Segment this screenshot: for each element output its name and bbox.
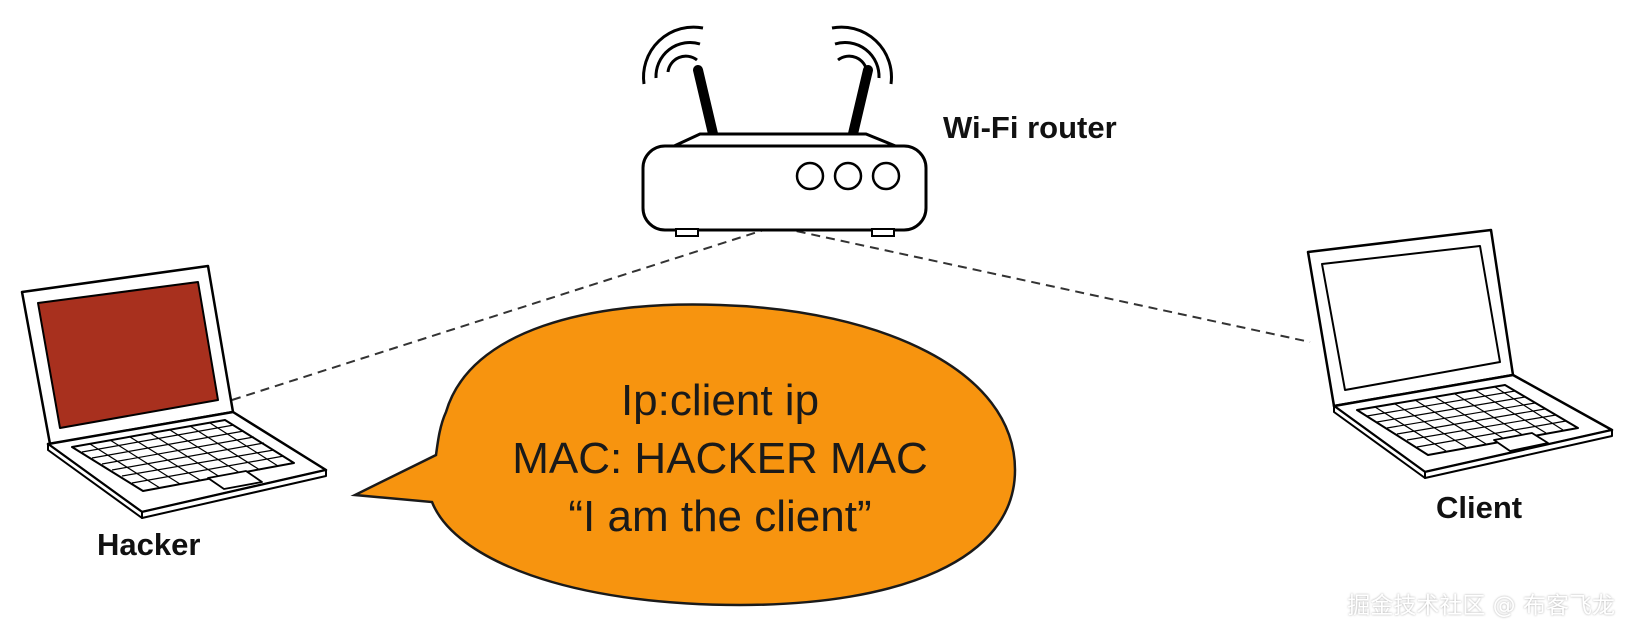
client-laptop-screen (1321, 245, 1501, 391)
router-body (641, 144, 928, 232)
hacker-laptop-screen (37, 281, 219, 429)
hacker-router-link (231, 227, 771, 401)
client-laptop-touchpad (1493, 432, 1549, 452)
client-laptop-icon (1306, 228, 1614, 479)
left-signal-waves (642, 25, 704, 85)
router-client-link (781, 227, 1311, 343)
hacker-laptop-touchpad (207, 470, 263, 490)
hacker-laptop-icon (20, 264, 328, 519)
router-light-3 (871, 161, 901, 191)
bubble-line-ip: Ip:client ip (620, 376, 820, 425)
speech-bubble-shape (350, 303, 1017, 607)
watermark: 掘金技术社区 @ 布客飞龙 (1347, 593, 1615, 619)
router-light-2 (833, 161, 863, 191)
client-label: Client (1436, 490, 1523, 525)
bubble-line-quote: “I am the client” (568, 492, 872, 541)
speech-bubble (350, 303, 1017, 607)
client-laptop-base-front (1424, 429, 1613, 479)
hacker-label: Hacker (97, 527, 201, 562)
router-light-1 (795, 161, 825, 191)
router-left-foot (675, 228, 699, 237)
router-label: Wi-Fi router (943, 110, 1117, 145)
speech-bubble-text: Ip:client ip MAC: HACKER MAC “I am the c… (430, 372, 1010, 546)
right-antenna (847, 65, 873, 143)
router-right-foot (871, 228, 895, 237)
router-top-panel (671, 132, 899, 149)
left-antenna (693, 65, 719, 143)
client-keyboard-grid (1366, 386, 1567, 452)
wifi-router-icon (641, 25, 928, 237)
bubble-line-mac: MAC: HACKER MAC (512, 434, 928, 483)
hacker-keyboard-grid (81, 422, 285, 489)
hacker-laptop-base-front (141, 469, 327, 519)
connection-lines (231, 227, 1311, 401)
